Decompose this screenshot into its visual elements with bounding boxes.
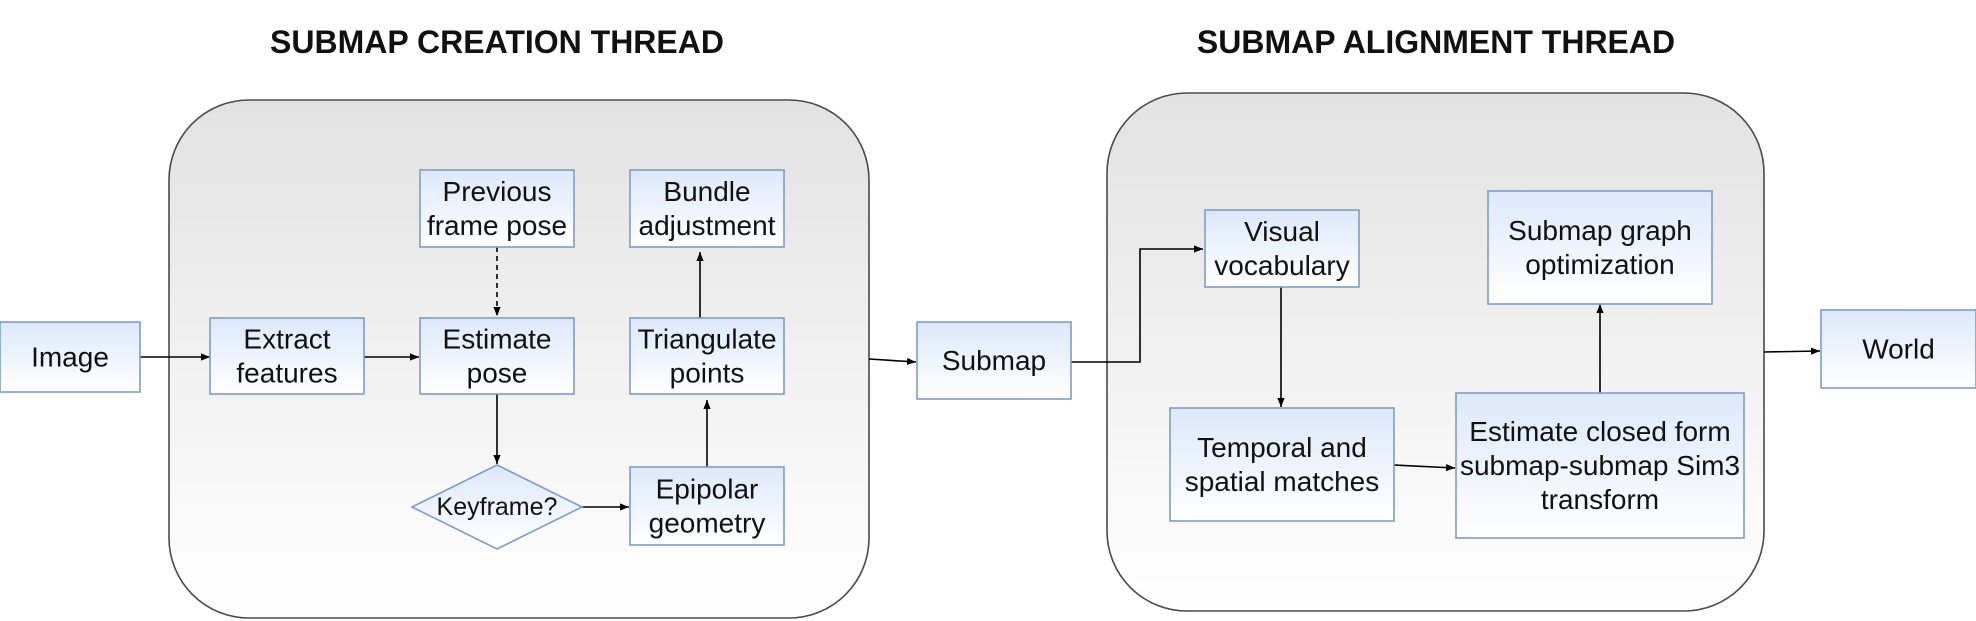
triangulate-box <box>629 317 785 395</box>
graph-label-line-2: optimization <box>1525 249 1674 280</box>
previous-box <box>419 169 575 248</box>
node-image: Image <box>0 321 141 393</box>
previous-label-line-2: frame pose <box>427 210 567 241</box>
bundle-label-line-1: Bundle <box>663 176 750 207</box>
estimate-label-line-2: pose <box>467 358 528 389</box>
node-submap: Submap <box>916 321 1072 400</box>
triangulate-label-line-1: Triangulate <box>637 324 776 355</box>
visual-label-line-1: Visual <box>1244 216 1320 247</box>
edge-alignment-world <box>1763 347 1821 355</box>
submap-box <box>916 321 1072 400</box>
world-label-line-1: World <box>1862 334 1935 365</box>
estimate-label-line-1: Estimate <box>443 324 552 355</box>
node-keyframe: Keyframe? <box>410 464 584 550</box>
closed-label-line-2: submap-submap Sim3 <box>1460 450 1740 481</box>
closed-label-line-1: Estimate closed form <box>1469 416 1730 447</box>
temporal-label-line-1: Temporal and <box>1197 432 1367 463</box>
epipolar-label-line-2: geometry <box>649 508 766 539</box>
graph-label-line-1: Submap graph <box>1508 215 1692 246</box>
image-label-line-1: Image <box>31 342 109 373</box>
image-box <box>0 321 141 393</box>
alignment-thread-title: SUBMAP ALIGNMENT THREAD <box>1197 24 1675 60</box>
keyframe-shape <box>410 464 584 550</box>
triangulate-label-line-2: points <box>670 358 745 389</box>
edge-creation-submap <box>868 357 917 366</box>
estimate-box <box>419 317 575 395</box>
extract-box <box>209 317 365 395</box>
visual-box <box>1204 209 1360 288</box>
node-world: World <box>1820 309 1976 389</box>
closed-label-line-3: transform <box>1541 484 1659 515</box>
graph-box <box>1487 190 1713 305</box>
epipolar-box <box>629 466 785 546</box>
temporal-box <box>1169 407 1395 522</box>
creation-thread-title: SUBMAP CREATION THREAD <box>270 24 724 60</box>
keyframe-label-line-1: Keyframe? <box>437 493 558 521</box>
bundle-box <box>629 169 785 248</box>
temporal-label-line-2: spatial matches <box>1185 466 1380 497</box>
extract-label-line-1: Extract <box>243 324 330 355</box>
closed-box <box>1455 392 1745 539</box>
submap-label-line-1: Submap <box>942 345 1046 376</box>
edges <box>140 245 1821 511</box>
edge-submap-visual <box>1071 245 1203 363</box>
world-box <box>1820 309 1976 389</box>
extract-label-line-2: features <box>236 358 337 389</box>
edge-temporal-closed <box>1393 463 1456 472</box>
visual-label-line-2: vocabulary <box>1214 250 1349 281</box>
epipolar-label-line-1: Epipolar <box>656 474 759 505</box>
previous-label-line-1: Previous <box>443 176 552 207</box>
bundle-label-line-2: adjustment <box>639 210 776 241</box>
